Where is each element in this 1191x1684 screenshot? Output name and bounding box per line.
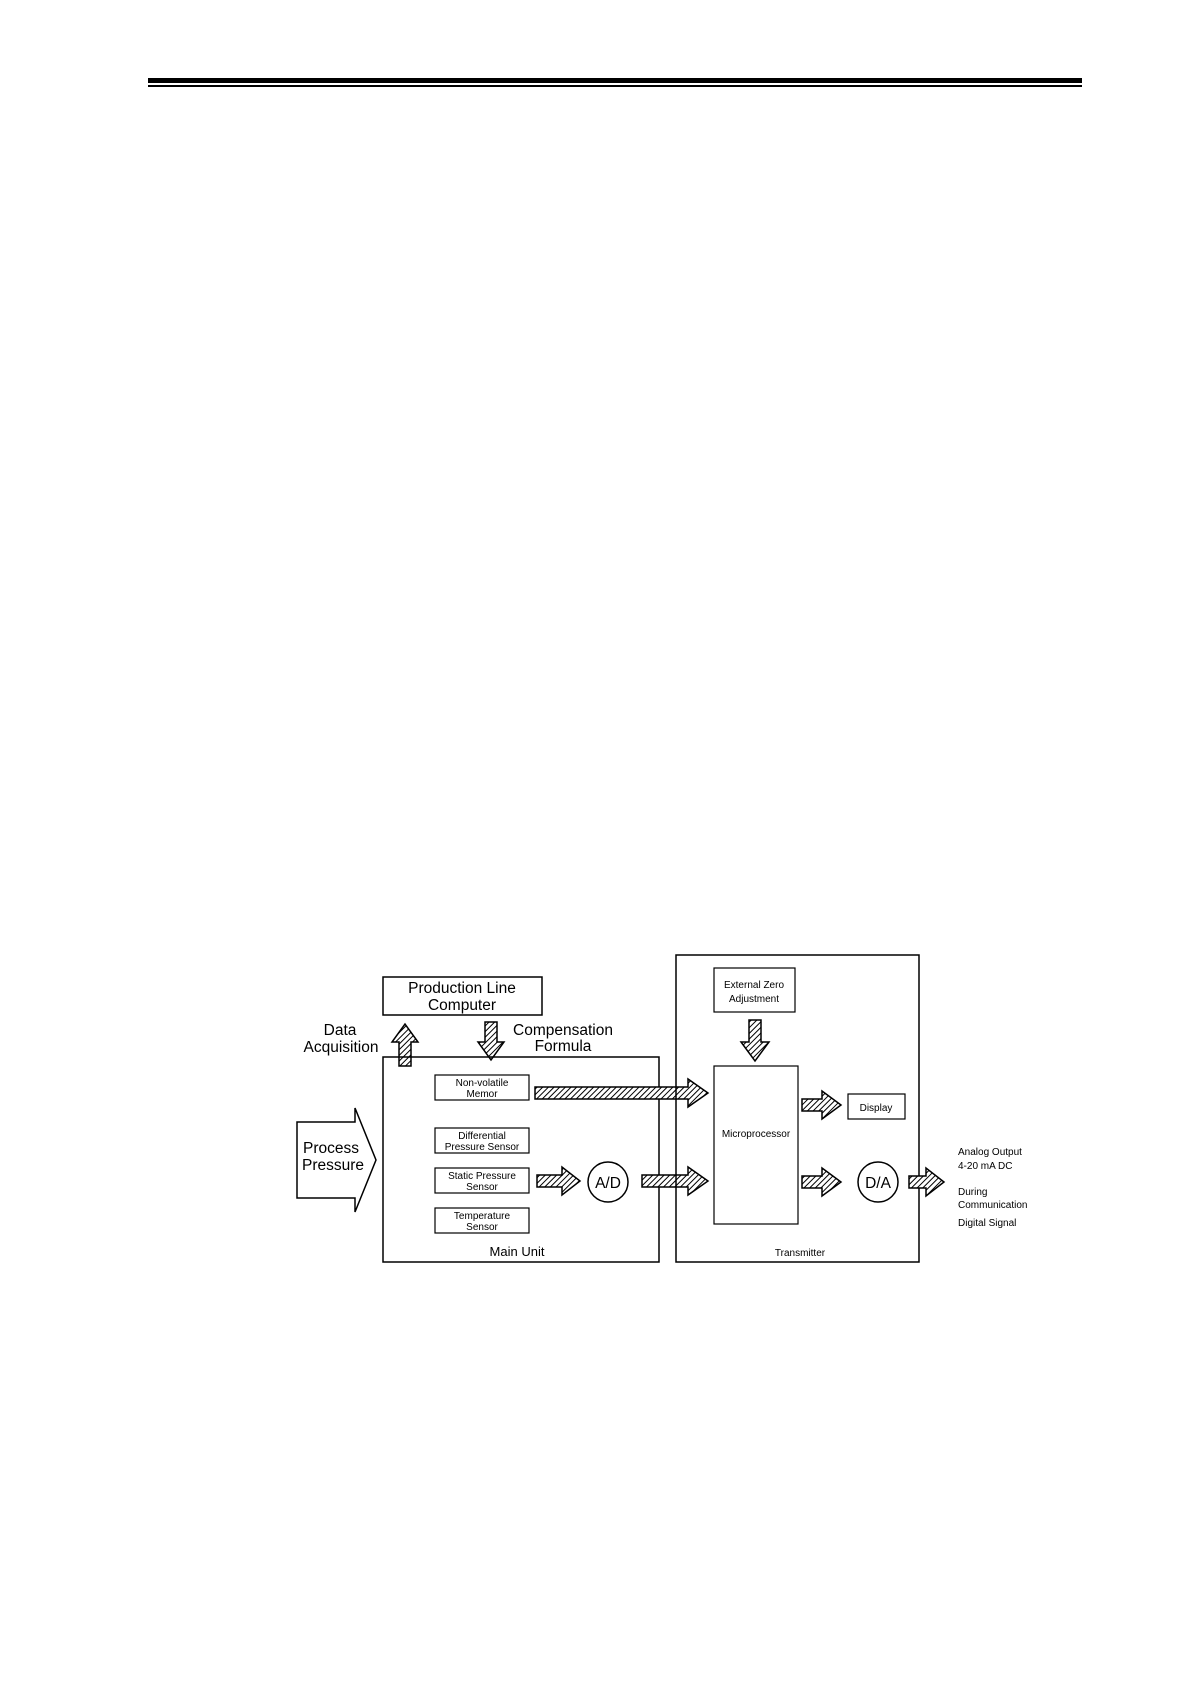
da-converter-circle: [857, 1161, 899, 1203]
microprocessor-box: [713, 1065, 799, 1225]
static-pressure-sensor-label: Static Pressure: [448, 1171, 516, 1182]
transmitter-box: [675, 954, 920, 1263]
production-line-computer-label: Computer: [428, 997, 496, 1014]
sensor-to-ad-arrow: [536, 1165, 582, 1197]
differential-pressure-sensor-box: [434, 1127, 530, 1154]
ad-converter-label: A/D: [595, 1175, 621, 1192]
microprocessor-to-display-arrow: [801, 1089, 843, 1121]
temperature-sensor-box: [434, 1207, 530, 1234]
process-pressure-arrow: [296, 1107, 377, 1213]
during-communication-label: Communication: [958, 1200, 1027, 1211]
data-acquisition-label: Data: [324, 1022, 357, 1039]
zero-adjust-to-microprocessor-arrow: [739, 1019, 771, 1063]
compensation-formula-label: Formula: [535, 1038, 592, 1055]
temperature-sensor-label: Sensor: [466, 1222, 498, 1233]
da-to-output-arrow: [908, 1166, 946, 1198]
display-label: Display: [860, 1103, 893, 1114]
memory-to-microprocessor-arrow: [534, 1077, 710, 1109]
production-line-computer-box: [382, 976, 543, 1016]
temperature-sensor-label: Temperature: [454, 1211, 511, 1222]
data-acquisition-label: Acquisition: [304, 1039, 379, 1056]
header-rule-thin: [148, 85, 1082, 87]
transmitter-label: Transmitter: [775, 1248, 826, 1259]
data-acquisition-arrow: [390, 1022, 420, 1067]
non-volatile-memory-label: Non-volatile: [456, 1078, 509, 1089]
differential-pressure-sensor-label: Pressure Sensor: [445, 1142, 520, 1153]
non-volatile-memory-box: [434, 1074, 530, 1101]
process-pressure-label: Pressure: [302, 1157, 364, 1174]
static-pressure-sensor-box: [434, 1167, 530, 1194]
ad-to-microprocessor-arrow: [641, 1165, 710, 1197]
during-communication-label: During: [958, 1187, 987, 1198]
process-pressure-label: Process: [303, 1140, 359, 1157]
microprocessor-to-da-arrow: [801, 1166, 843, 1198]
compensation-formula-label: Compensation: [513, 1022, 613, 1039]
digital-signal-label: Digital Signal: [958, 1218, 1016, 1229]
analog-output-range-label: 4-20 mA DC: [958, 1161, 1012, 1172]
ad-converter-circle: [587, 1161, 629, 1203]
microprocessor-label: Microprocessor: [722, 1129, 791, 1140]
header-rule-thick: [148, 78, 1082, 83]
non-volatile-memory-label: Memor: [466, 1089, 498, 1100]
analog-output-label: Analog Output: [958, 1147, 1022, 1158]
external-zero-adjustment-box: [713, 967, 796, 1013]
external-zero-adjustment-label: Adjustment: [729, 994, 779, 1005]
da-converter-label: D/A: [865, 1175, 892, 1192]
compensation-formula-arrow: [476, 1021, 506, 1062]
main-unit-box: [382, 1056, 660, 1263]
external-zero-adjustment-label: External Zero: [724, 980, 784, 991]
static-pressure-sensor-label: Sensor: [466, 1182, 498, 1193]
display-box: [847, 1093, 906, 1120]
differential-pressure-sensor-label: Differential: [458, 1131, 506, 1142]
main-unit-label: Main Unit: [490, 1244, 545, 1259]
production-line-computer-label: Production Line: [408, 980, 516, 997]
